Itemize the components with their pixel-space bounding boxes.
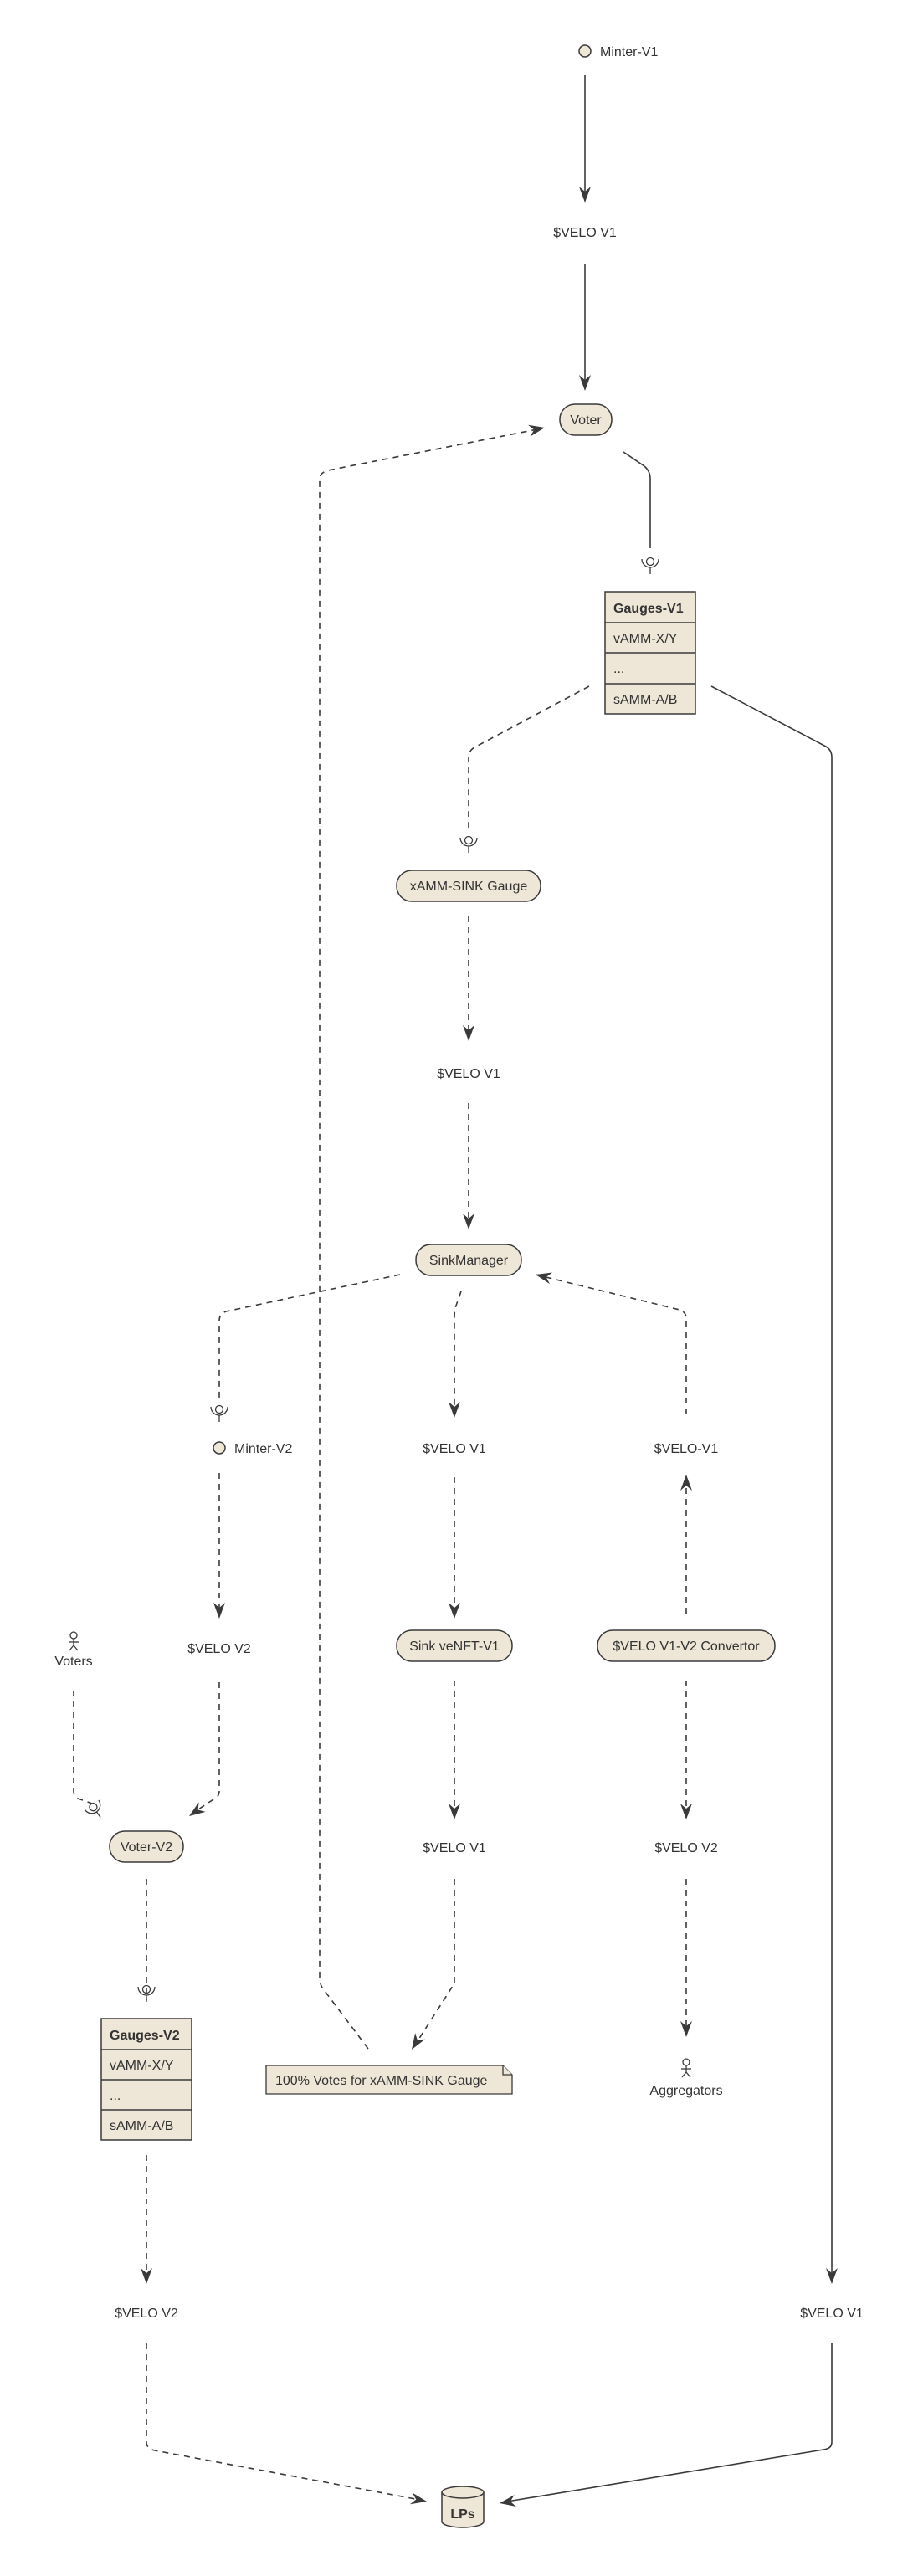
arrowhead (680, 2021, 692, 2037)
arrowhead (680, 1804, 692, 1819)
circle-icon (578, 44, 592, 58)
voter-label: Voter (570, 413, 602, 428)
edge-velo-v2-to-lps (146, 2343, 425, 2502)
edge-sinkmanager-to-minter-v2 (218, 1274, 401, 1402)
sinkmanager-label: SinkManager (429, 1254, 509, 1268)
votes-note-label: 100% Votes for xAMM-SINK Gauge (275, 2074, 488, 2088)
socket-icon (459, 835, 478, 853)
arrowhead (579, 187, 591, 203)
velo-v1-mid-label: $VELO V1 (423, 1442, 486, 1456)
socket-icon (84, 1799, 101, 1818)
voter-v2-label: Voter-V2 (121, 1840, 172, 1855)
gauges-v2-row: vAMM-X/Y (110, 2059, 174, 2073)
edge-sinkmanager-to-velo-v1-mid (454, 1291, 462, 1414)
arrowhead (449, 1603, 460, 1619)
velo-v2-left-label: $VELO V2 (187, 1642, 251, 1656)
xamm-sink-gauge-node: xAMM-SINK Gauge (396, 870, 541, 902)
arrowhead (463, 1214, 474, 1229)
gauges-v1-row: sAMM-A/B (613, 693, 677, 707)
voters-label: Voters (54, 1655, 92, 1669)
velo-v1-lower-label: $VELO V1 (423, 1841, 486, 1855)
gauges-v1-title: Gauges-V1 (613, 602, 684, 616)
arrowheads (141, 187, 838, 2507)
gauges-v2-title: Gauges-V2 (110, 2029, 180, 2043)
velo-v2-bottom-label: $VELO V2 (115, 2307, 178, 2321)
velo-v1-after-sink-gauge-label: $VELO V1 (437, 1067, 500, 1081)
arrowhead (528, 424, 545, 437)
gauges-v1-row: ... (613, 662, 624, 676)
aggregators-label: Aggregators (649, 2084, 722, 2098)
arrowhead (449, 1804, 460, 1819)
gauges-v1-node: Gauges-V1 vAMM-X/Y ... sAMM-A/B (604, 591, 696, 715)
lps-node: LPs (441, 2486, 485, 2528)
arrowhead (826, 2268, 838, 2284)
edge-gauges-v1-to-sink-gauge (468, 685, 590, 829)
circle-icon (213, 1441, 226, 1455)
gauges-v2-row: ... (110, 2089, 121, 2103)
sink-venft-v1-label: Sink veNFT-V1 (409, 1640, 500, 1654)
velo-v2-right-label: $VELO V2 (654, 1841, 718, 1855)
sinkmanager-node: SinkManager (415, 1244, 522, 1276)
edge-velo-v1-to-votes-note (413, 1879, 455, 2047)
votes-note: 100% Votes for xAMM-SINK Gauge (265, 2065, 513, 2095)
voter-v2-node: Voter-V2 (109, 1830, 184, 1863)
gauges-v2-node: Gauges-V2 vAMM-X/Y ... sAMM-A/B (100, 2018, 192, 2141)
minter-v1-label: Minter-V1 (600, 45, 658, 59)
folded-note-icon (265, 2065, 513, 2095)
sink-venft-v1-node: Sink veNFT-V1 (396, 1629, 513, 1662)
edge-velo-v2-to-voter-v2 (190, 1682, 220, 1815)
arrowhead (141, 2268, 152, 2284)
arrowhead (410, 2492, 427, 2505)
arrowhead (449, 1402, 460, 1418)
voters-actor: Voters (54, 1631, 93, 1669)
edge-votes-note-to-voter (319, 428, 542, 2050)
minter-v2-node: Minter-V2 (213, 1441, 292, 1456)
lps-label: LPs (450, 2507, 474, 2522)
convertor-label: $VELO V1-V2 Convertor (613, 1640, 760, 1654)
socket-icon (210, 1404, 228, 1422)
convertor-node: $VELO V1-V2 Convertor (597, 1629, 776, 1662)
socket-icon (641, 557, 659, 574)
arrowhead (189, 1802, 206, 1816)
stick-figure-icon (69, 1631, 79, 1651)
minter-v1-node: Minter-V1 (578, 44, 658, 59)
edge-voters-to-voter-v2 (73, 1691, 93, 1804)
edge-velo-v1-right-to-lps (501, 2343, 833, 2503)
stick-figure-icon (681, 2058, 691, 2078)
socket-icon (137, 1984, 156, 2002)
arrowhead (213, 1603, 225, 1619)
voter-node: Voter (559, 403, 613, 436)
cylinder-icon (441, 2486, 485, 2528)
edge-velo-v1-right-to-sinkmanager (535, 1274, 687, 1414)
edge-gauges-v1-to-velo-v1-right (710, 685, 833, 2281)
velo-v1-dash-right-label: $VELO-V1 (654, 1442, 719, 1456)
minter-v2-label: Minter-V2 (234, 1442, 292, 1456)
velo-v1-bottom-right-label: $VELO V1 (800, 2307, 864, 2321)
sockets (84, 557, 659, 2002)
arrowhead (680, 1475, 692, 1491)
arrowhead (500, 2495, 516, 2507)
edge-voter-to-gauges-v1 (623, 451, 651, 548)
xamm-sink-gauge-label: xAMM-SINK Gauge (410, 880, 528, 894)
edges (73, 75, 833, 2503)
aggregators-actor: Aggregators (649, 2058, 723, 2098)
velo-v1-top-label: $VELO V1 (553, 226, 617, 240)
gauges-v1-row: vAMM-X/Y (613, 632, 678, 646)
arrowhead (412, 2033, 426, 2050)
arrowhead (579, 375, 591, 391)
arrowhead (536, 1272, 553, 1285)
gauges-v2-row: sAMM-A/B (110, 2119, 173, 2133)
arrowhead (463, 1025, 474, 1041)
